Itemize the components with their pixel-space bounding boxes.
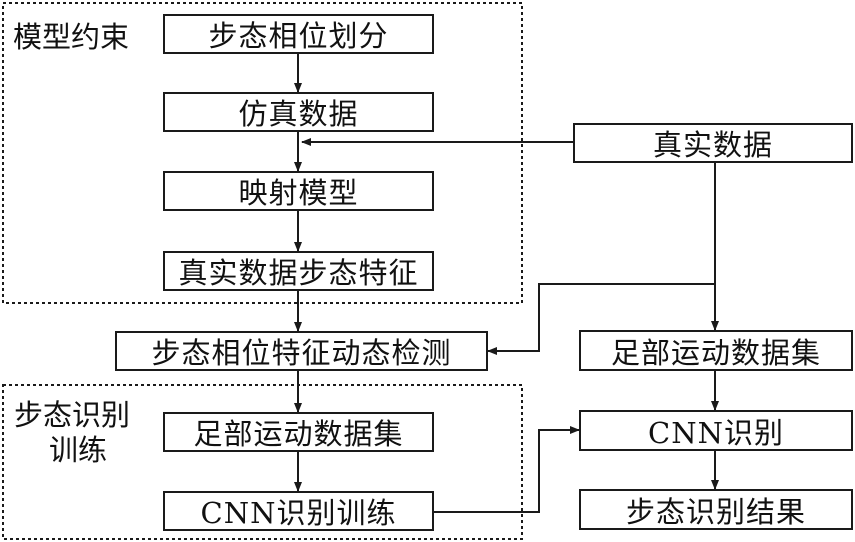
foot-dataset-right-box: 足部运动数据集 <box>579 330 853 371</box>
real-data-box: 真实数据 <box>573 123 853 163</box>
gait-training-label-line2: 训练 <box>49 433 108 467</box>
gait-training-label-line1: 步态识别 <box>14 398 131 432</box>
phase-feature-detection-box: 步态相位特征动态检测 <box>115 331 488 371</box>
phase-division-box: 步态相位划分 <box>163 14 434 54</box>
foot-dataset-left-box: 足部运动数据集 <box>163 412 434 452</box>
model-constraint-frame <box>2 2 523 304</box>
gait-result-box: 步态识别结果 <box>579 489 853 530</box>
model-constraint-label: 模型约束 <box>13 20 130 54</box>
gait-training-frame <box>2 384 523 540</box>
mapping-model-box: 映射模型 <box>163 171 434 211</box>
arrow-real-to-detection <box>487 283 715 355</box>
real-gait-features-box: 真实数据步态特征 <box>163 251 434 291</box>
cnn-training-box: CNN识别训练 <box>163 491 434 531</box>
sim-data-box: 仿真数据 <box>163 92 434 132</box>
cnn-recognition-box: CNN识别 <box>579 410 853 451</box>
arrow-training-to-cnn <box>434 426 580 513</box>
